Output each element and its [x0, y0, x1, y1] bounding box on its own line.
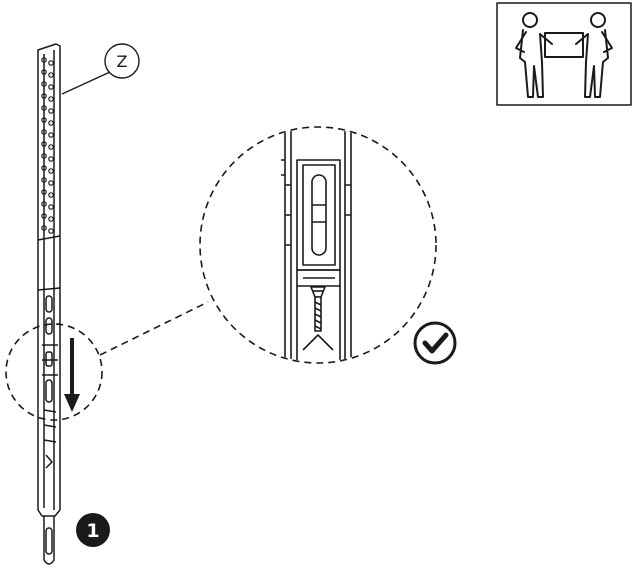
- two-person-lift-icon: [496, 2, 632, 106]
- screw-icon: [310, 286, 326, 332]
- detail-connector-lines: [58, 301, 209, 356]
- checkmark-icon: [413, 321, 457, 365]
- down-arrow-icon: [64, 338, 80, 412]
- zoom-detail: [199, 126, 437, 364]
- part-callout-z: Z: [61, 43, 140, 95]
- rail-outline: [37, 43, 61, 517]
- zoom-detail-circle: [199, 126, 437, 364]
- detail-marker-circle: [5, 323, 103, 421]
- step-number-badge: 1: [76, 513, 110, 547]
- rail-hole-pattern: [41, 57, 54, 234]
- part-callout-label: Z: [117, 52, 128, 71]
- rail-assembly: [37, 43, 61, 565]
- step-number-label: 1: [86, 520, 99, 542]
- rail-end-tab: [43, 516, 55, 565]
